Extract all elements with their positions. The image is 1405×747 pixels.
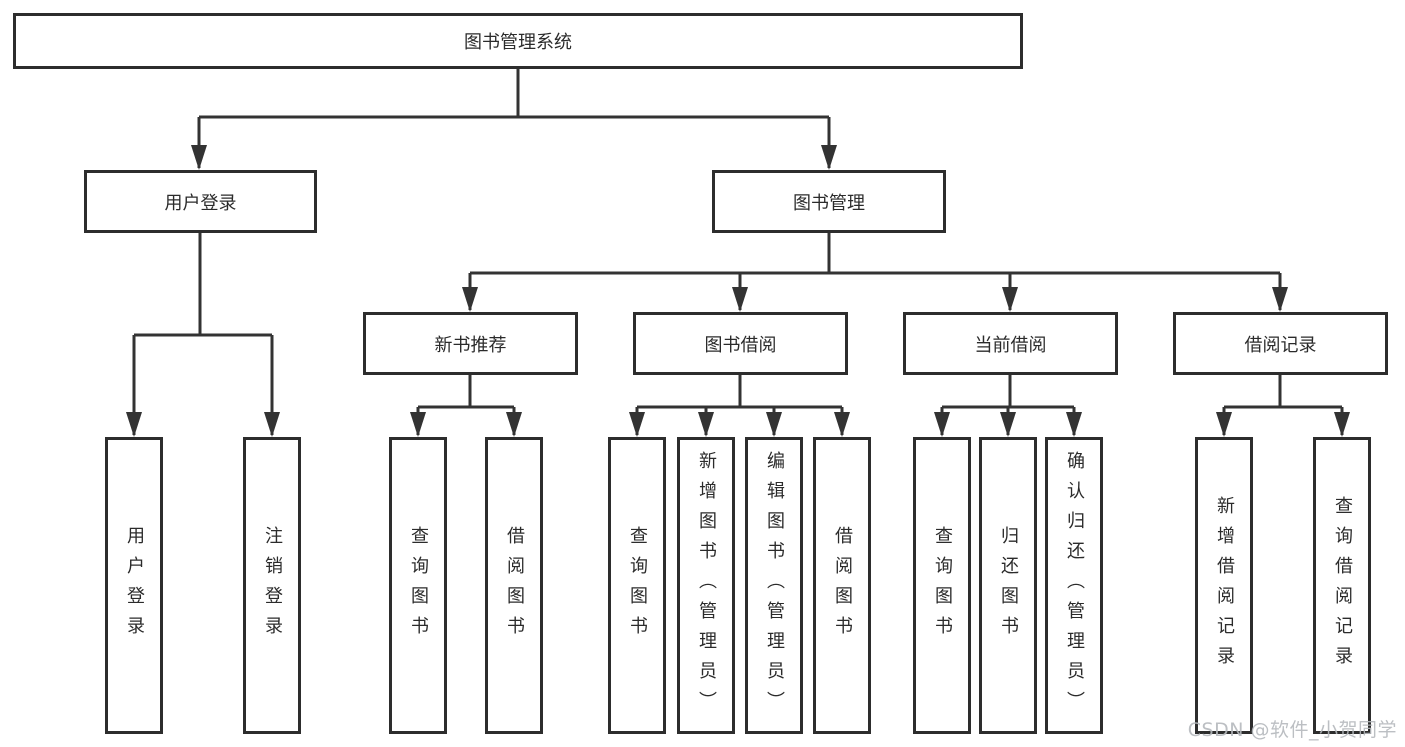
leaf-label: 查询图书 bbox=[408, 525, 429, 646]
node-library-management-system: 图书管理系统 bbox=[13, 13, 1023, 69]
node-book-management: 图书管理 bbox=[712, 170, 946, 233]
node-current-borrow: 当前借阅 bbox=[903, 312, 1118, 375]
leaf-logout: 注销登录 bbox=[243, 437, 301, 734]
leaf-label: 查询借阅记录 bbox=[1332, 495, 1353, 676]
leaf-query-books-borrow: 查询图书 bbox=[608, 437, 666, 734]
leaf-label: 归还图书 bbox=[998, 525, 1019, 646]
node-user-login: 用户登录 bbox=[84, 170, 317, 233]
leaf-return-book: 归还图书 bbox=[979, 437, 1037, 734]
node-borrow-records: 借阅记录 bbox=[1173, 312, 1388, 375]
leaf-label: 确认归还（管理员） bbox=[1064, 450, 1085, 721]
leaf-query-borrow-record: 查询借阅记录 bbox=[1313, 437, 1371, 734]
node-book-borrow: 图书借阅 bbox=[633, 312, 848, 375]
node-label: 当前借阅 bbox=[974, 334, 1047, 356]
node-label: 借阅记录 bbox=[1244, 334, 1317, 356]
leaf-query-books-recommend: 查询图书 bbox=[389, 437, 447, 734]
leaf-add-borrow-record: 新增借阅记录 bbox=[1195, 437, 1253, 734]
leaf-borrow-books: 借阅图书 bbox=[813, 437, 871, 734]
leaf-label: 借阅图书 bbox=[832, 525, 853, 646]
leaf-label: 新增图书（管理员） bbox=[696, 450, 717, 721]
node-new-book-recommend: 新书推荐 bbox=[363, 312, 578, 375]
leaf-label: 查询图书 bbox=[627, 525, 648, 646]
leaf-label: 借阅图书 bbox=[504, 525, 525, 646]
leaf-add-book-admin: 新增图书（管理员） bbox=[677, 437, 735, 734]
leaf-borrow-books-recommend: 借阅图书 bbox=[485, 437, 543, 734]
leaf-label: 查询图书 bbox=[932, 525, 953, 646]
node-label: 新书推荐 bbox=[434, 334, 507, 356]
watermark-text: CSDN @软件_小贺同学 bbox=[1187, 719, 1397, 741]
leaf-label: 用户登录 bbox=[124, 525, 145, 646]
leaf-label: 新增借阅记录 bbox=[1214, 495, 1235, 676]
leaf-confirm-return-admin: 确认归还（管理员） bbox=[1045, 437, 1103, 734]
leaf-label: 编辑图书（管理员） bbox=[764, 450, 785, 721]
leaf-label: 注销登录 bbox=[262, 525, 283, 646]
node-label: 用户登录 bbox=[164, 192, 237, 214]
node-label: 图书管理系统 bbox=[464, 32, 572, 53]
leaf-user-login: 用户登录 bbox=[105, 437, 163, 734]
leaf-edit-book-admin: 编辑图书（管理员） bbox=[745, 437, 803, 734]
node-label: 图书借阅 bbox=[704, 334, 777, 356]
node-label: 图书管理 bbox=[793, 192, 865, 214]
leaf-query-books-current: 查询图书 bbox=[913, 437, 971, 734]
